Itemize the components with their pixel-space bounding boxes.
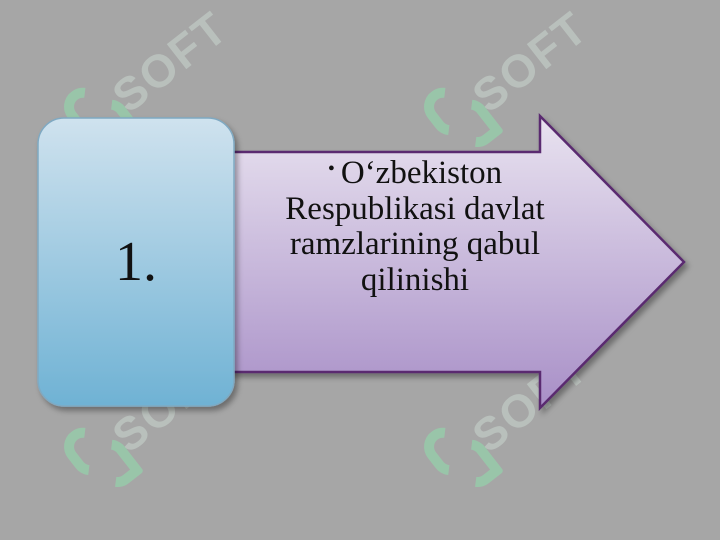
bullet-icon: •: [327, 158, 335, 180]
step-number: 1.: [115, 231, 157, 293]
step-text: O‘zbekiston Respublikasi davlat ramzlari…: [285, 155, 545, 298]
arrow-shape: [228, 112, 686, 412]
step-text-block: •O‘zbekiston Respublikasi davlat ramzlar…: [255, 155, 575, 299]
number-box: [37, 117, 235, 407]
